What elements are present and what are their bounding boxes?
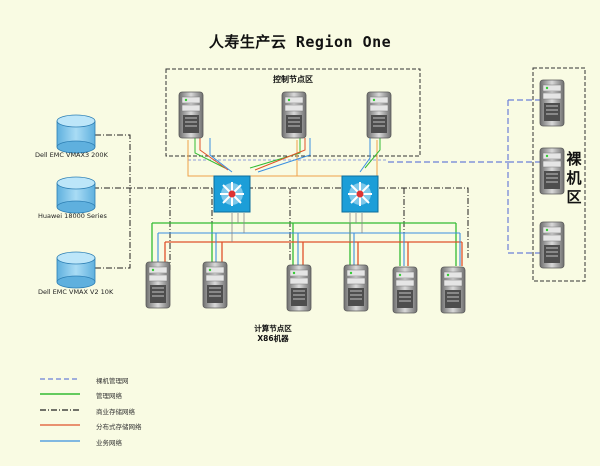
control-zone-box (165, 68, 421, 157)
compute-zone-label: 计算节点区 X86机器 (243, 324, 303, 344)
compute-server-2 (202, 261, 228, 309)
legend-label-business: 业务网络 (96, 439, 122, 447)
storage-label-1: Dell EMC VMAX3 200K (35, 151, 108, 159)
legend-label-bare-metal: 裸机管理网 (96, 377, 129, 385)
orange-link-lines (187, 140, 378, 177)
storage-cylinder-3 (56, 251, 96, 289)
storage-cylinder-1 (56, 114, 96, 154)
compute-server-3 (286, 264, 312, 312)
control-zone-label: 控制节点区 (273, 75, 313, 84)
switch-left (213, 175, 251, 213)
compute-server-1 (145, 261, 171, 309)
business-network-line (157, 232, 461, 266)
bare-metal-zone-box (532, 67, 586, 282)
legend-label-management: 管理网络 (96, 392, 122, 400)
bare-metal-server-1 (539, 79, 565, 127)
legend-label-storage: 商业存储网络 (96, 408, 135, 416)
control-server-1 (178, 91, 204, 139)
bare-metal-server-2 (539, 147, 565, 195)
bare-metal-zone-label: 裸机区 (566, 150, 582, 206)
bare-metal-server-3 (539, 221, 565, 269)
compute-zone-line2: X86机器 (257, 334, 289, 343)
compute-server-5 (392, 266, 418, 314)
diagram-title: 人寿生产云 Region One (208, 33, 392, 51)
control-server-3 (366, 91, 392, 139)
bare-metal-network-line (388, 99, 541, 254)
compute-zone-line1: 计算节点区 (254, 324, 292, 333)
legend-label-distributed: 分布式存储网络 (96, 423, 142, 431)
storage-network-line (93, 134, 469, 270)
storage-label-2: Huawei 18000 Series (38, 212, 107, 220)
compute-server-6 (440, 266, 466, 314)
control-server-2 (281, 91, 307, 139)
management-network-line (151, 222, 457, 266)
compute-server-4 (343, 264, 369, 312)
distributed-storage-line (164, 241, 463, 266)
storage-cylinder-2 (56, 176, 96, 214)
switch-right (341, 175, 379, 213)
storage-label-3: Dell EMC VMAX V2 10K (38, 288, 114, 296)
